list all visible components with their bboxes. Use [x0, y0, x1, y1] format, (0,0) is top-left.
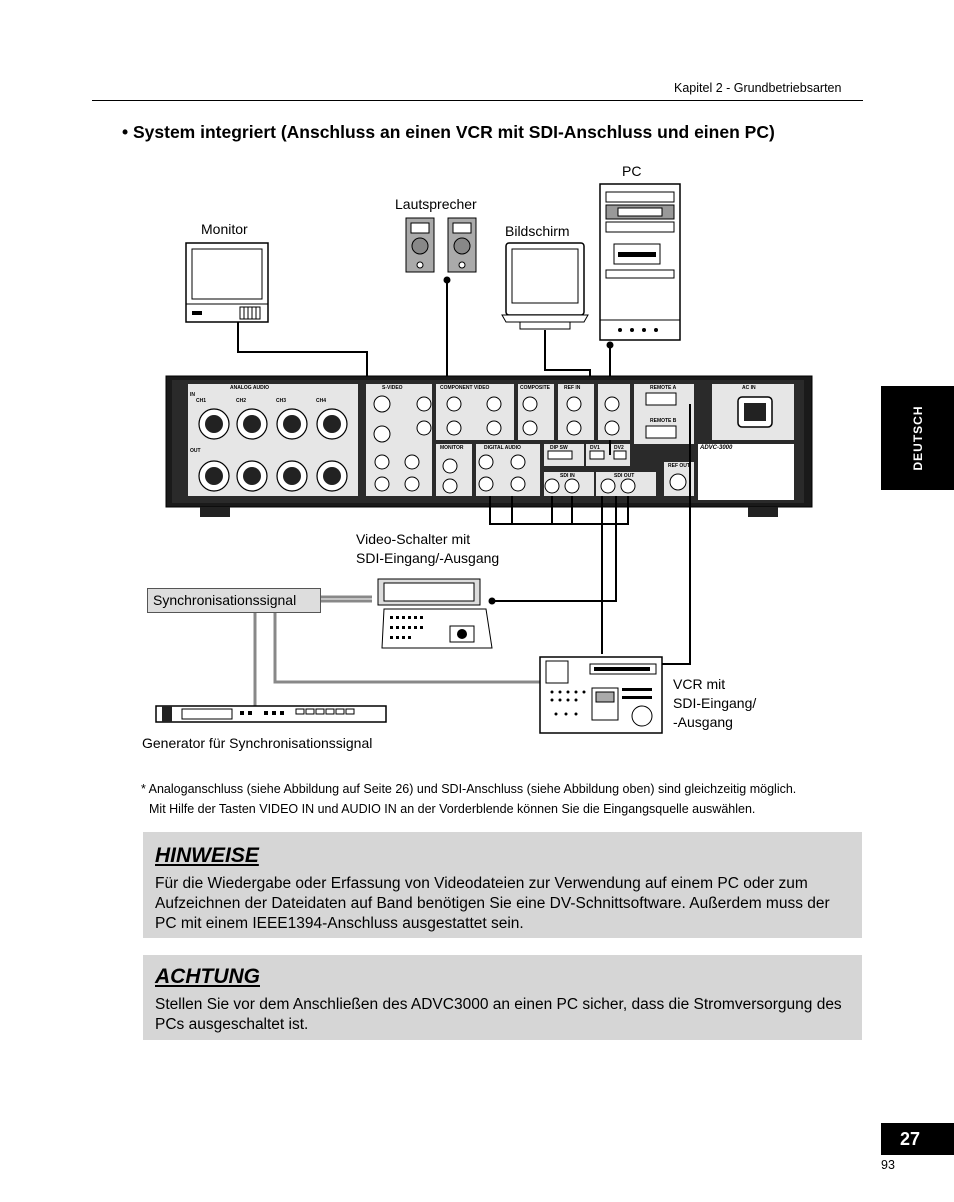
panel-label-dip-sw: DIP SW [550, 445, 568, 451]
page-number-tab: 27 [881, 1123, 954, 1155]
panel-label-ref-in: REF IN [564, 385, 581, 391]
panel-label-ac-in: AC IN [742, 385, 756, 391]
sync-cables [253, 595, 540, 706]
panel-label-ch1-in: CH1 [196, 398, 206, 404]
footnote: * Analoganschluss (siehe Abbildung auf S… [141, 782, 797, 816]
computer-screen-icon [501, 242, 589, 330]
panel-label-in: IN [190, 392, 195, 398]
bottom-cables [488, 404, 691, 665]
panel-label-dv1: DV1 [590, 445, 600, 451]
panel-label-s-video: S-VIDEO [382, 385, 403, 391]
hinweise-title: HINWEISE [155, 844, 259, 867]
panel-label-out: OUT [190, 448, 201, 454]
sync-generator-icon [155, 705, 387, 723]
page-sub-number: 93 [881, 1158, 895, 1172]
label-speakers: Lautsprecher [395, 196, 477, 212]
pc-tower-icon [599, 183, 681, 341]
label-screen: Bildschirm [505, 223, 570, 239]
panel-label-ch2-in: CH2 [236, 398, 246, 404]
label-monitor: Monitor [201, 221, 248, 237]
panel-label-dv2: DV2 [614, 445, 624, 451]
hinweise-body: Für die Wiedergabe oder Erfassung von Vi… [155, 875, 830, 932]
panel-label-composite: COMPOSITE [520, 385, 551, 391]
video-switcher-icon [377, 578, 493, 649]
panel-label-monitor: MONITOR [440, 445, 464, 451]
header-rule [92, 100, 863, 101]
panel-label-remote-b: REMOTE B [650, 418, 677, 424]
language-tab: DEUTSCH [881, 386, 954, 490]
panel-label-component-video: COMPONENT VIDEO [440, 385, 490, 391]
top-cables [237, 276, 614, 376]
panel-label-sdi-out: SDI OUT [614, 473, 634, 479]
section-title: • System integriert (Anschluss an einen … [122, 122, 775, 142]
label-pc: PC [622, 163, 642, 179]
panel-label-remote-a: REMOTE A [650, 385, 677, 391]
panel-label-ch4-in: CH4 [316, 398, 326, 404]
chapter-header: Kapitel 2 - Grundbetriebsarten [674, 81, 842, 95]
monitor-icon [185, 242, 269, 323]
panel-label-analog-audio: ANALOG AUDIO [230, 385, 269, 391]
achtung-box: ACHTUNG Stellen Sie vor dem Anschließen … [143, 955, 862, 1040]
vcr-icon [539, 656, 663, 734]
page-number: 27 [900, 1129, 921, 1149]
achtung-title: ACHTUNG [155, 965, 260, 988]
panel-label-digital-audio: DIGITAL AUDIO [484, 445, 521, 451]
achtung-body: Stellen Sie vor dem Anschließen des ADVC… [155, 996, 842, 1033]
hinweise-box: HINWEISE Für die Wiedergabe oder Erfassu… [143, 832, 862, 938]
panel-label-model: ADVC-3000 [699, 445, 733, 451]
panel-label-sdi-in: SDI IN [560, 473, 575, 479]
label-sync-signal-box: Synchronisationssignal [147, 588, 321, 613]
label-generator: Generator für Synchronisationssignal [142, 735, 373, 751]
speakers-icon [405, 217, 477, 273]
label-vcr: VCR mit SDI-Eingang/ -Ausgang [673, 676, 757, 730]
panel-label-ch3-in: CH3 [276, 398, 286, 404]
panel-label-ref-out: REF OUT [668, 463, 690, 469]
label-video-switcher: Video-Schalter mit SDI-Eingang/-Ausgang [356, 531, 500, 566]
advc3000-rear-panel [165, 375, 813, 517]
